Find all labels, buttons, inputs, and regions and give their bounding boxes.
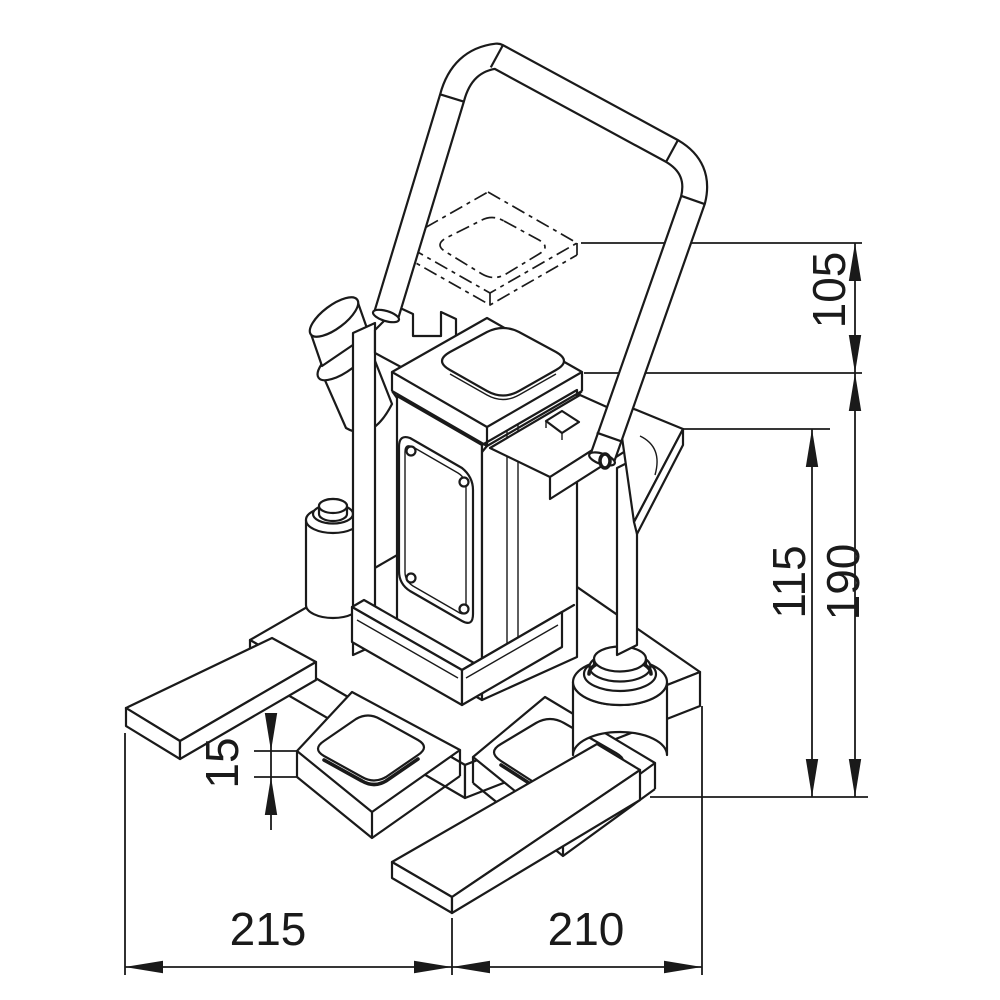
dimension-toe-height: 15	[196, 713, 297, 830]
dimension-overall-height: 190	[817, 373, 869, 797]
dim-label-215: 215	[230, 903, 307, 955]
base-pedestal	[350, 598, 576, 707]
dim-label-105: 105	[803, 252, 855, 329]
gusset-bracket	[615, 400, 685, 536]
dim-label-115: 115	[763, 545, 815, 618]
dim-label-190: 190	[817, 544, 869, 621]
screw-icon	[458, 603, 470, 615]
dimension-foot-spans: 215 210	[124, 706, 703, 975]
dimension-saddle-height: 115	[650, 428, 868, 798]
pump-cylinder	[304, 497, 362, 620]
handle-end-cap	[371, 308, 401, 324]
dim-label-210: 210	[548, 903, 625, 955]
dim-label-15: 15	[196, 737, 248, 788]
front-foot	[390, 742, 642, 915]
nameplate	[397, 435, 475, 624]
screw-icon	[405, 572, 417, 584]
ram-cylinder	[571, 645, 669, 757]
screw-icon	[458, 476, 470, 488]
left-foot	[124, 636, 318, 761]
screw-icon	[405, 445, 417, 457]
pivot-hole-icon	[598, 452, 612, 470]
dimension-raised-stroke: 105	[803, 243, 862, 373]
carry-handle	[371, 42, 709, 470]
saddle	[390, 316, 584, 453]
front-toe-plate	[295, 690, 462, 840]
